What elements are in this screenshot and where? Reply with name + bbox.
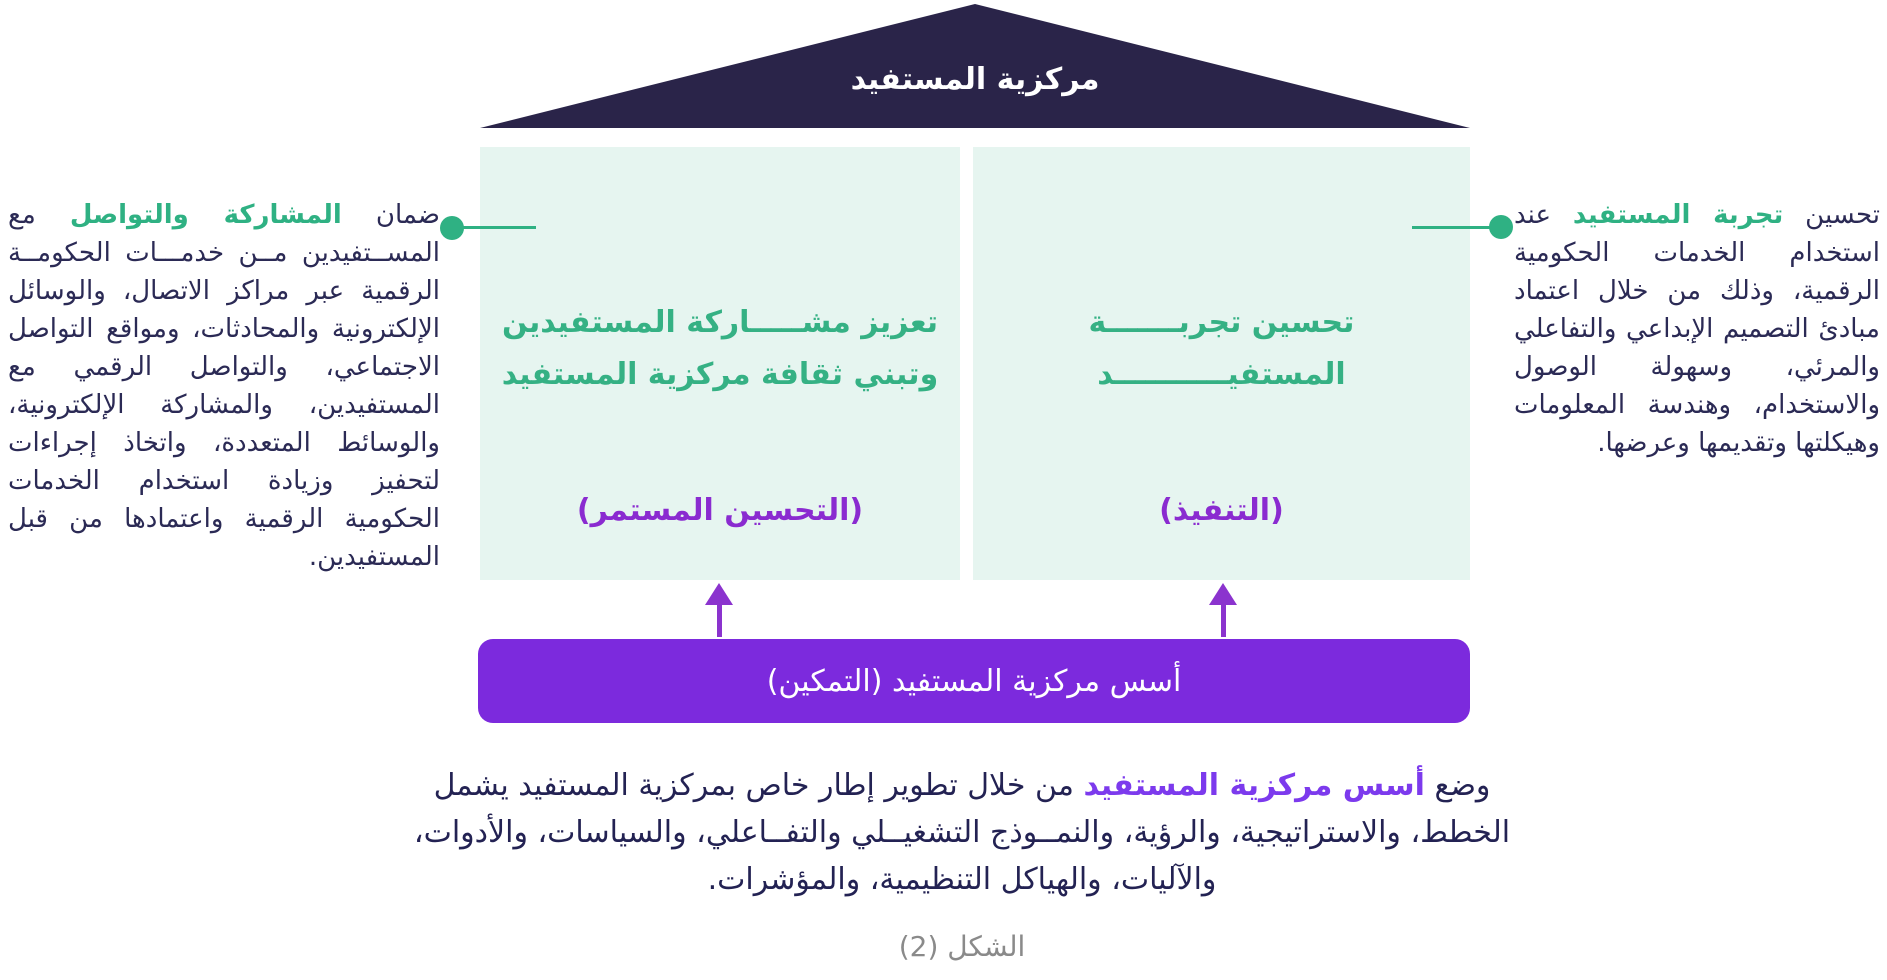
foundation-bar: أسس مركزية المستفيد (التمكين) (478, 639, 1470, 723)
right-note-highlight: تجربة المستفيد (1572, 200, 1784, 230)
pillar-experience: تحسين تجربـــــــة المستفيـــــــــــد (… (973, 147, 1470, 580)
left-connector-line (452, 226, 536, 229)
bottom-note-suffix: من خلال تطوير إطار خاص بمركزية المستفيد … (413, 768, 1511, 897)
pillar-experience-title: تحسين تجربـــــــة المستفيـــــــــــد (1088, 305, 1355, 392)
left-note-highlight: المشاركة والتواصل (69, 200, 342, 230)
pillar-participation-title: تعزيز مشـــــاركة المستفيدين وتبني ثقافة… (501, 305, 939, 392)
up-arrow-right-head (1209, 583, 1237, 605)
up-arrow-left-stem (716, 605, 722, 637)
left-note-suffix: مع المســتفيدين مــن خدمـــات الحكومــة … (8, 200, 440, 572)
right-note: تحسين تجربة المستفيد عند استخدام الخدمات… (1514, 196, 1880, 462)
left-note-prefix: ضمان (341, 200, 440, 230)
up-arrow-left-icon (704, 583, 734, 637)
pillar-experience-subtitle: (التنفيذ) (1159, 493, 1284, 528)
bottom-note-highlight: أسس مركزية المستفيد (1083, 768, 1425, 803)
right-note-prefix: تحسين (1783, 200, 1881, 230)
roof-triangle: مركزية المستفيد (480, 4, 1470, 128)
right-connector-line (1412, 226, 1502, 229)
up-arrow-right-icon (1208, 583, 1238, 637)
right-note-suffix: عند استخدام الخدمات الحكومية الرقمية، وذ… (1514, 200, 1880, 458)
foundation-label: أسس مركزية المستفيد (التمكين) (766, 663, 1182, 699)
figure-caption: الشكل (2) (898, 930, 1026, 963)
left-note: ضمان المشاركة والتواصل مع المســتفيدين م… (8, 196, 440, 576)
roof-label: مركزية المستفيد (850, 61, 1100, 97)
bottom-note: وضع أسس مركزية المستفيد من خلال تطوير إط… (392, 762, 1532, 903)
bottom-note-prefix: وضع (1424, 768, 1491, 803)
pillar-participation: تعزيز مشـــــاركة المستفيدين وتبني ثقافة… (480, 147, 960, 580)
pillar-participation-subtitle: (التحسين المستمر) (576, 493, 864, 528)
up-arrow-right-stem (1220, 605, 1226, 637)
up-arrow-left-head (705, 583, 733, 605)
